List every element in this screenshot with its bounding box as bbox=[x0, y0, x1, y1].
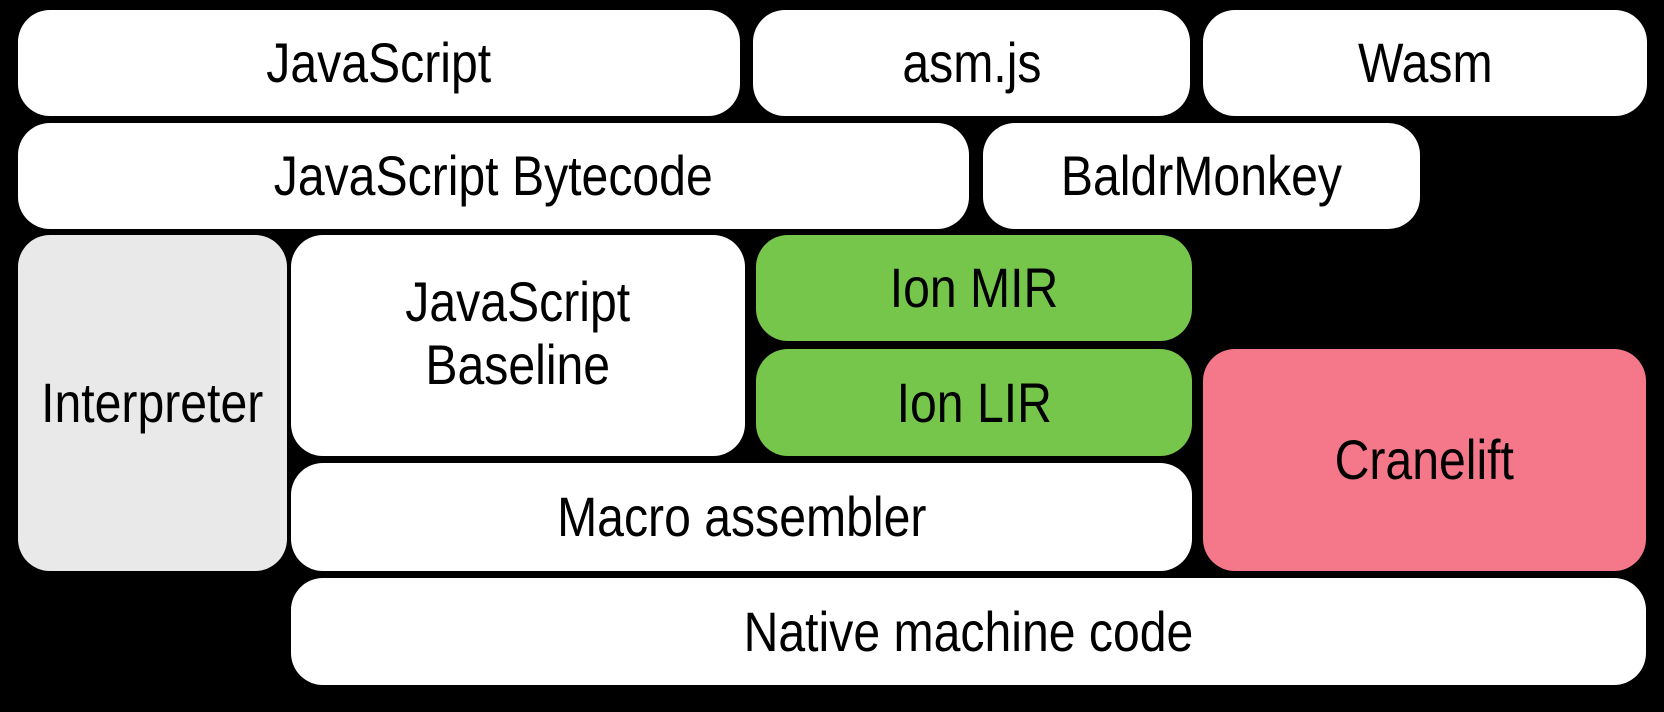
box-baldrmonkey: BaldrMonkey bbox=[983, 123, 1420, 229]
box-interpreter: Interpreter bbox=[18, 235, 287, 571]
box-macro-assembler-label: Macro assembler bbox=[556, 485, 927, 549]
box-javascript: JavaScript bbox=[18, 10, 740, 116]
box-ion-mir-label: Ion MIR bbox=[889, 256, 1059, 320]
box-ion-lir: Ion LIR bbox=[756, 349, 1192, 456]
box-javascript-bytecode-label: JavaScript Bytecode bbox=[273, 144, 714, 208]
box-javascript-baseline-line1: JavaScript bbox=[405, 269, 631, 333]
box-ion-mir: Ion MIR bbox=[756, 235, 1192, 341]
box-wasm: Wasm bbox=[1203, 10, 1647, 116]
box-asmjs: asm.js bbox=[753, 10, 1190, 116]
box-baldrmonkey-label: BaldrMonkey bbox=[1060, 144, 1343, 208]
box-native-machine-code: Native machine code bbox=[291, 578, 1646, 685]
box-interpreter-label: Interpreter bbox=[41, 371, 264, 435]
box-javascript-bytecode: JavaScript Bytecode bbox=[18, 123, 969, 229]
box-ion-lir-label: Ion LIR bbox=[896, 370, 1052, 434]
box-wasm-label: Wasm bbox=[1357, 31, 1493, 95]
box-javascript-baseline-label: JavaScript Baseline bbox=[405, 269, 631, 396]
box-javascript-baseline-line2: Baseline bbox=[425, 332, 611, 396]
box-asmjs-label: asm.js bbox=[901, 31, 1042, 95]
box-javascript-label: JavaScript bbox=[266, 31, 492, 95]
box-javascript-baseline: JavaScript Baseline bbox=[291, 235, 745, 456]
box-cranelift-label: Cranelift bbox=[1334, 428, 1515, 492]
box-native-machine-code-label: Native machine code bbox=[743, 599, 1194, 663]
box-cranelift: Cranelift bbox=[1203, 349, 1646, 571]
box-macro-assembler: Macro assembler bbox=[291, 463, 1192, 571]
